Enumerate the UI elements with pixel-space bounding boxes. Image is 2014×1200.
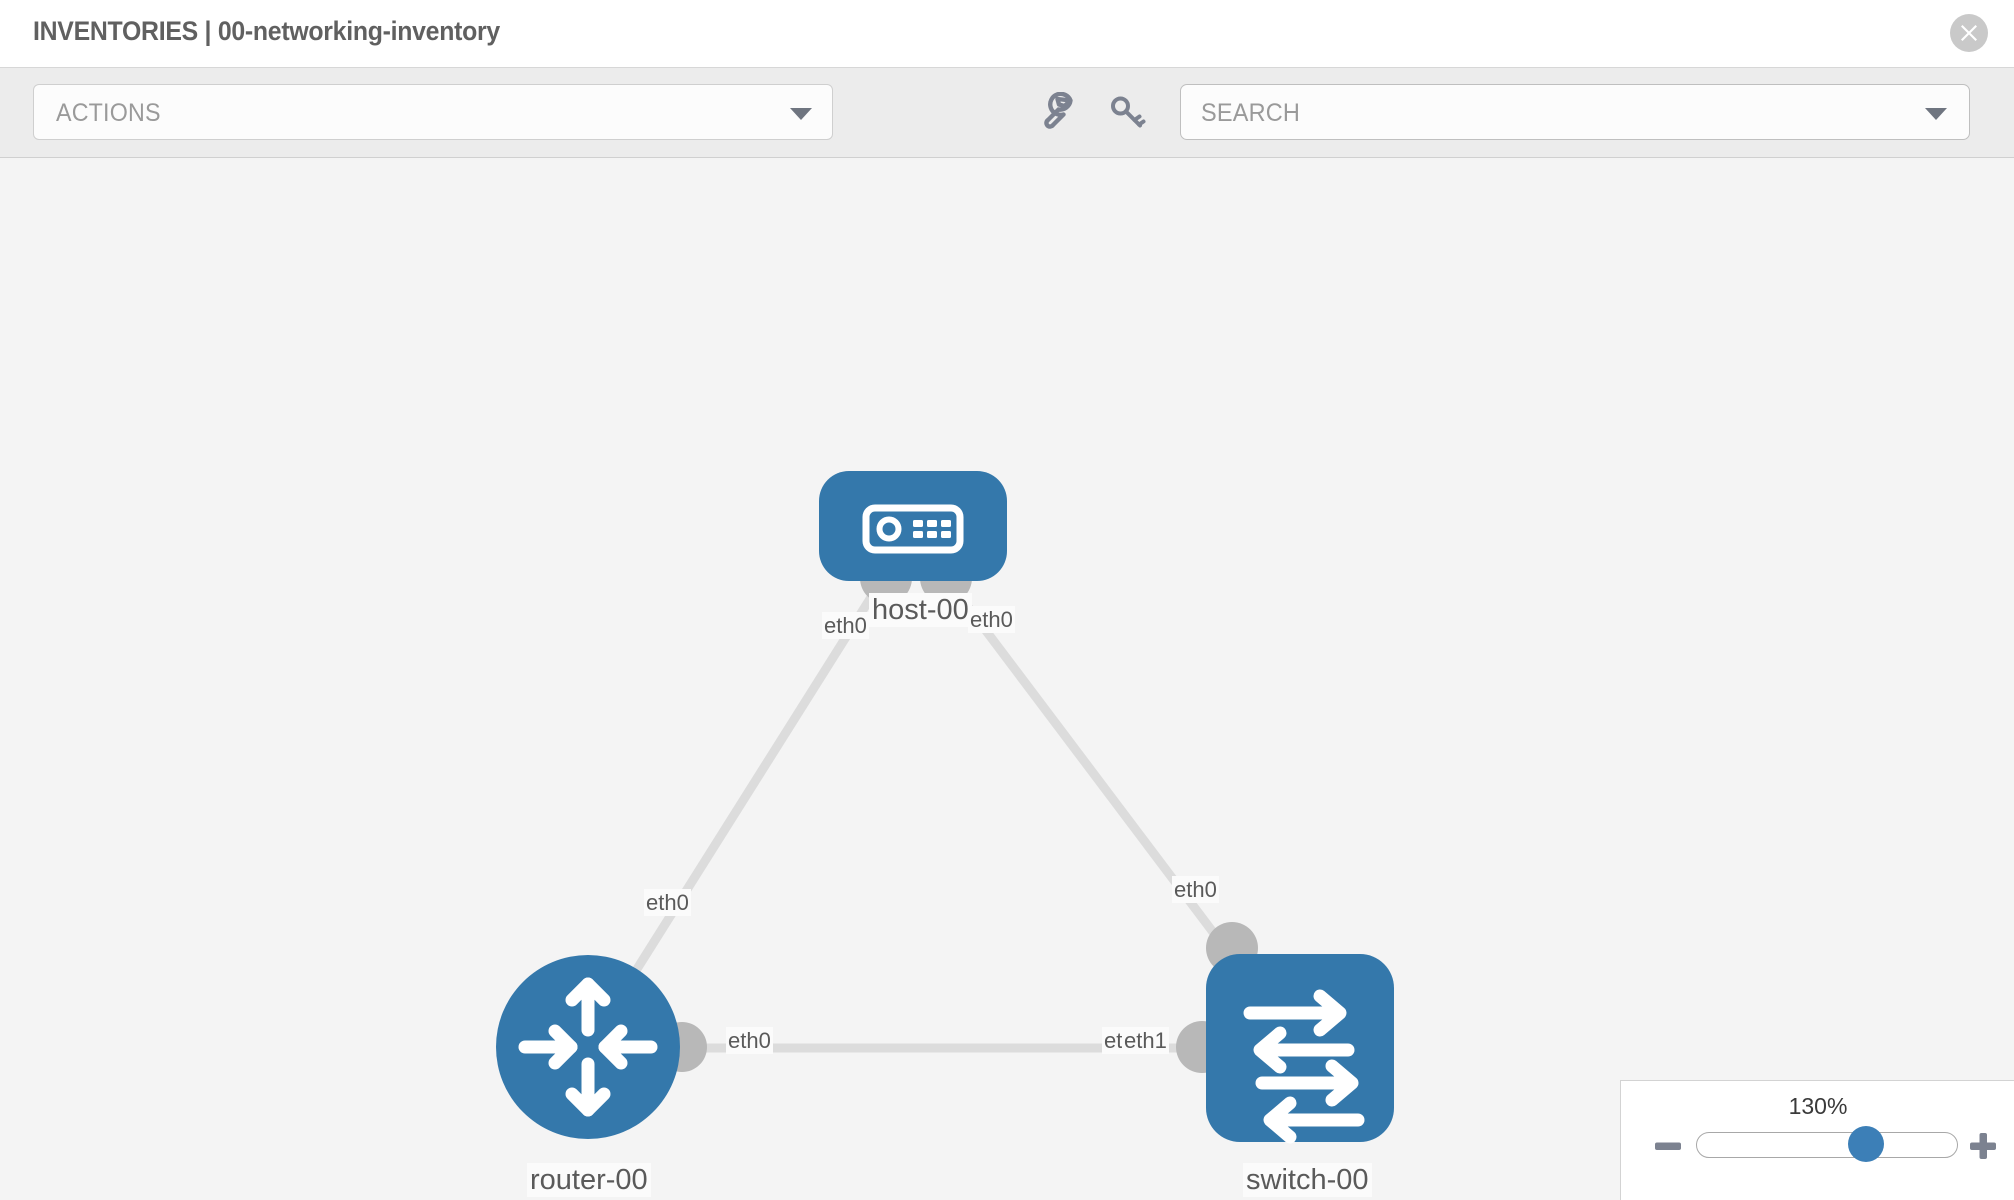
topology-ports [657,552,1258,1073]
interface-label-router-right: eth0 [726,1027,773,1054]
toolbar: ACTIONS SEARCH [0,68,2014,158]
topology-links [621,580,1244,1053]
node-host-00 [819,471,1007,581]
zoom-out-button[interactable] [1651,1129,1685,1163]
link-host-switch [946,580,1244,971]
node-label-router-00: router-00 [527,1163,651,1197]
title-bar: INVENTORIES | 00-networking-inventory [0,0,2014,68]
node-label-switch-00: switch-00 [1243,1163,1372,1197]
search-placeholder: SEARCH [1201,99,1301,127]
search-input[interactable]: SEARCH [1180,84,1970,140]
link-host-router [621,580,884,991]
node-label-host-00: host-00 [869,593,972,627]
actions-dropdown-label: ACTIONS [56,99,161,127]
interface-label-host-left: eth0 [822,612,869,639]
interface-label-switch-left: eth1 [1122,1027,1169,1054]
interface-label-router-up: eth0 [644,889,691,916]
key-icon[interactable] [1106,92,1148,134]
zoom-in-button[interactable] [1966,1129,2000,1163]
node-router-00 [496,955,680,1139]
topology-canvas[interactable]: host-00 router-00 switch-00 eth0 eth0 et… [0,158,2014,1200]
close-icon[interactable] [1950,14,1988,52]
interface-label-switch-up: eth0 [1172,876,1219,903]
actions-dropdown[interactable]: ACTIONS [33,84,833,140]
page-title: INVENTORIES | 00-networking-inventory [33,16,500,46]
interface-label-host-right: eth0 [968,606,1015,633]
node-switch-00 [1206,954,1394,1144]
switch-arrows-icon [1243,989,1365,1144]
router-arrows-icon [518,977,658,1117]
zoom-percentage: 130% [1788,1093,1848,1119]
zoom-slider-thumb[interactable] [1848,1126,1884,1162]
wrench-icon[interactable] [1038,91,1080,134]
chevron-down-icon[interactable] [1925,108,1947,120]
zoom-control-panel: 130% [1620,1080,2014,1200]
server-icon [862,504,964,554]
topology-graph [496,471,1394,1144]
chevron-down-icon [790,108,812,120]
zoom-slider[interactable] [1696,1132,1958,1158]
